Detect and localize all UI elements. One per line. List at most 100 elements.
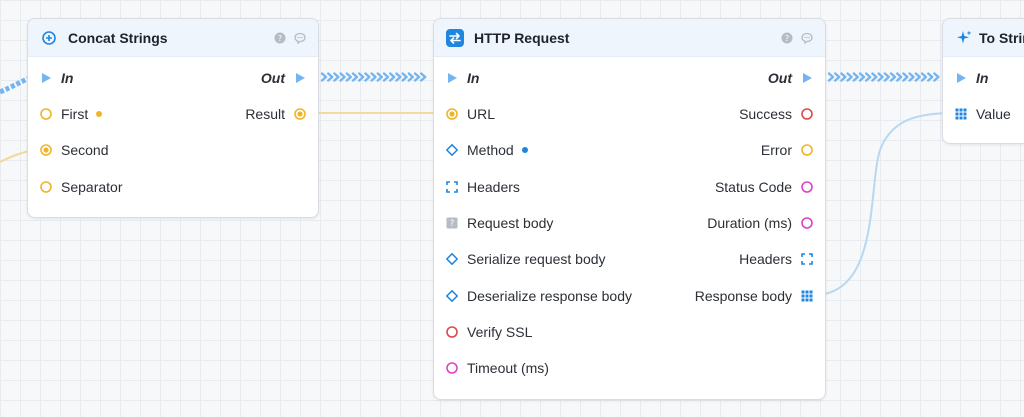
http-input-url[interactable]: URL xyxy=(446,104,495,124)
http-input-method[interactable]: Method xyxy=(446,140,528,160)
number-pin-empty-icon[interactable] xyxy=(446,362,458,374)
flow-chevron xyxy=(345,72,352,82)
flow-chevron xyxy=(871,72,878,82)
flow-chevron xyxy=(827,72,835,82)
help-icon[interactable]: ? xyxy=(781,32,793,44)
help-icon[interactable]: ? xyxy=(274,32,286,44)
concat-strings-header[interactable]: Concat Strings ? xyxy=(28,19,318,57)
string-pin-connected-icon[interactable] xyxy=(40,144,52,156)
http-request-node[interactable]: HTTP Request ? In Out URL Method Headers… xyxy=(433,18,826,400)
flow-in-arrow-icon[interactable] xyxy=(955,72,967,84)
flow-chevron xyxy=(902,72,909,82)
flow-chevron xyxy=(339,72,346,82)
concat-strings-node[interactable]: Concat Strings ? In Out First Second Sep… xyxy=(27,18,319,218)
object-pin-brackets-icon[interactable] xyxy=(801,253,813,265)
output-label: Result xyxy=(245,106,285,122)
flow-wire-http-to-tostring xyxy=(827,72,940,82)
string-pin-connected-icon[interactable] xyxy=(294,108,306,120)
input-label: Method xyxy=(467,142,514,158)
bool-pin-empty-icon[interactable] xyxy=(801,108,813,120)
http-in-pin-row[interactable]: In xyxy=(446,68,479,88)
http-input-timeout[interactable]: Timeout (ms) xyxy=(446,358,549,378)
grid-pin-icon[interactable] xyxy=(955,108,967,120)
string-pin-empty-icon[interactable] xyxy=(801,144,813,156)
flow-wire-concat-to-http xyxy=(320,72,427,82)
concat-output-result[interactable]: Result xyxy=(245,104,306,124)
string-pin-empty-icon[interactable] xyxy=(40,181,52,193)
node-title: Concat Strings xyxy=(68,29,168,46)
comment-icon[interactable] xyxy=(294,32,306,44)
flow-out-arrow-icon[interactable] xyxy=(294,72,306,84)
sparkle-icon xyxy=(957,30,972,44)
any-pin-question-icon[interactable]: ? xyxy=(446,217,458,229)
flow-out-arrow-icon[interactable] xyxy=(801,72,813,84)
enum-pin-diamond-icon[interactable] xyxy=(446,144,458,156)
bool-pin-empty-icon[interactable] xyxy=(446,326,458,338)
http-input-headers[interactable]: Headers xyxy=(446,177,520,197)
comment-icon[interactable] xyxy=(801,32,813,44)
flow-chevron xyxy=(413,72,421,82)
flow-chevron xyxy=(883,72,890,82)
flow-chevron xyxy=(358,72,365,82)
input-label: Value xyxy=(976,106,1011,122)
flow-chevron xyxy=(840,72,847,82)
svg-text:?: ? xyxy=(450,219,455,229)
flow-chevron xyxy=(370,72,377,82)
enum-pin-diamond-icon[interactable] xyxy=(446,253,458,265)
flow-chevron xyxy=(389,72,396,82)
http-output-headers[interactable]: Headers xyxy=(739,249,813,269)
flow-chevron xyxy=(333,72,340,82)
http-input-verify-ssl[interactable]: Verify SSL xyxy=(446,322,532,342)
flow-in-arrow-icon[interactable] xyxy=(446,72,458,84)
input-label: Request body xyxy=(467,215,554,231)
svg-text:?: ? xyxy=(785,34,789,43)
flow-chevron xyxy=(896,72,903,82)
grid-pin-icon[interactable] xyxy=(801,290,813,302)
object-pin-brackets-icon[interactable] xyxy=(446,181,458,193)
http-request-header[interactable]: HTTP Request ? xyxy=(434,19,825,57)
flow-chevron xyxy=(846,72,853,82)
http-output-response-body[interactable]: Response body xyxy=(695,286,813,306)
concat-input-second[interactable]: Second xyxy=(40,140,108,160)
http-input-request-body[interactable]: ? Request body xyxy=(446,213,553,233)
in-label: In xyxy=(976,70,989,86)
input-label: Verify SSL xyxy=(467,324,533,340)
to-string-header[interactable]: To Strin xyxy=(943,19,1024,57)
tostring-input-value[interactable]: Value xyxy=(955,104,1011,124)
string-pin-connected-icon[interactable] xyxy=(446,108,458,120)
http-input-deserialize-response-body[interactable]: Deserialize response body xyxy=(446,286,632,306)
in-label: In xyxy=(61,70,74,86)
out-label: Out xyxy=(767,70,792,86)
input-label: Headers xyxy=(467,179,520,195)
input-label: Separator xyxy=(61,179,123,195)
output-label: Error xyxy=(760,142,792,158)
number-pin-empty-icon[interactable] xyxy=(801,181,813,193)
output-label: Success xyxy=(739,106,792,122)
flow-chevron xyxy=(407,72,414,82)
flow-chevron xyxy=(395,72,402,82)
http-output-duration[interactable]: Duration (ms) xyxy=(707,213,813,233)
modified-dot-icon xyxy=(521,147,528,153)
flow-in-arrow-icon[interactable] xyxy=(40,72,52,84)
output-label: Status Code xyxy=(714,179,792,195)
flow-chevron xyxy=(401,72,408,82)
http-output-error[interactable]: Error xyxy=(761,140,813,160)
flow-wires xyxy=(0,72,940,95)
http-out-pin-row[interactable]: Out xyxy=(768,68,813,88)
string-pin-empty-icon[interactable] xyxy=(40,108,52,120)
flow-chevron xyxy=(852,72,859,82)
concat-input-first[interactable]: First xyxy=(40,104,103,124)
flow-chevron xyxy=(834,72,841,82)
http-output-status-code[interactable]: Status Code xyxy=(715,177,813,197)
svg-text:?: ? xyxy=(278,34,282,43)
number-pin-empty-icon[interactable] xyxy=(801,217,813,229)
to-string-node[interactable]: To Strin In Value xyxy=(942,18,1024,144)
concat-out-pin-row[interactable]: Out xyxy=(261,68,306,88)
concat-in-pin-row[interactable]: In xyxy=(40,68,73,88)
flow-chevron xyxy=(914,72,921,82)
enum-pin-diamond-icon[interactable] xyxy=(446,290,458,302)
http-input-serialize-request-body[interactable]: Serialize request body xyxy=(446,249,606,269)
concat-input-separator[interactable]: Separator xyxy=(40,177,122,197)
tostring-in-pin-row[interactable]: In xyxy=(955,68,988,88)
http-output-success[interactable]: Success xyxy=(739,104,813,124)
